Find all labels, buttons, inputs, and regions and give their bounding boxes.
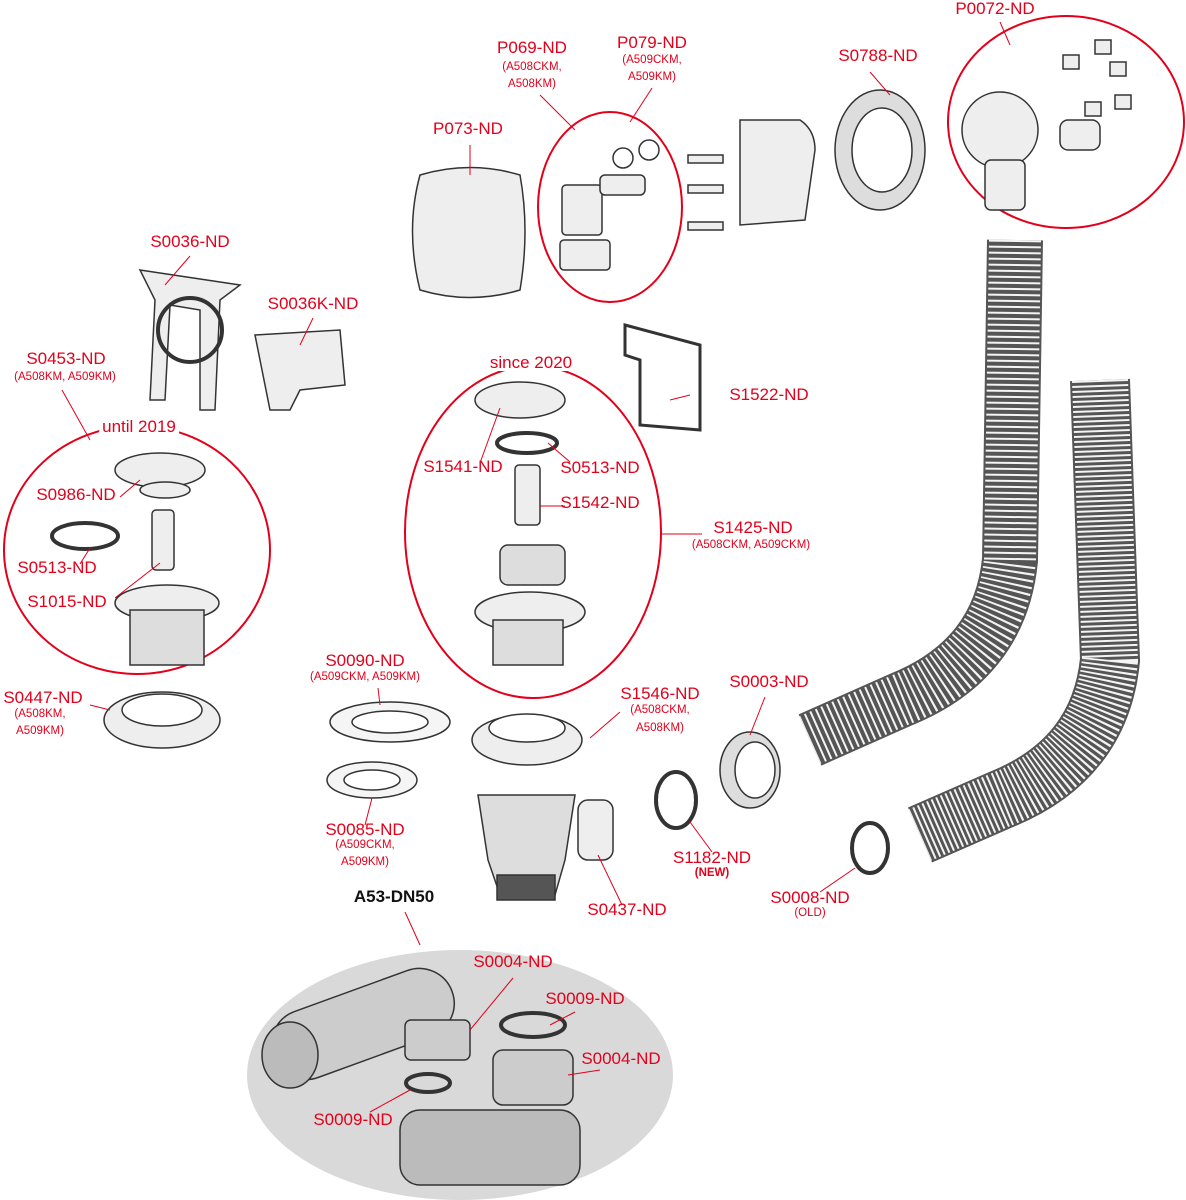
label-s1541: S1541-ND <box>423 457 503 476</box>
part-s0036 <box>138 269 242 411</box>
label-s0036k: S0036K-ND <box>267 294 359 313</box>
label-s1546-variants-1: (A508CKM, <box>630 704 690 716</box>
label-s1542: S1542-ND <box>560 493 640 512</box>
label-product-a53-dn50: A53-DN50 <box>353 887 435 906</box>
label-s0004-bottom: S0004-ND <box>581 1049 661 1068</box>
label-s1425-variants: (A508CKM, A509CKM) <box>691 539 811 551</box>
label-s0008: S0008-ND <box>770 888 850 907</box>
label-s0085-variants-1: (A509CKM, <box>335 839 395 851</box>
label-s0085: S0085-ND <box>325 820 405 839</box>
part-s0009-top <box>499 1011 567 1039</box>
label-s0447: S0447-ND <box>3 688 83 707</box>
part-mount-plate <box>739 119 816 226</box>
label-s0453-variants: (A508KM, A509KM) <box>14 371 116 383</box>
part-p069 <box>561 184 603 236</box>
label-s0453: S0453-ND <box>26 349 106 368</box>
label-s1425: S1425-ND <box>713 518 793 537</box>
label-s0437: S0437-ND <box>587 900 667 919</box>
group-label-until-2019: until 2019 <box>99 418 179 435</box>
label-p069-variants-1: (A508CKM, <box>502 61 562 73</box>
label-s0008-note: (OLD) <box>794 907 826 919</box>
label-s0090-variants: (A509CKM, A509KM) <box>310 671 420 683</box>
label-p0072: P0072-ND <box>955 0 1035 18</box>
part-s1522 <box>623 323 702 432</box>
label-p079-variants-2: A509KM) <box>628 71 676 83</box>
label-p073: P073-ND <box>433 119 503 138</box>
hose-right <box>907 378 1141 863</box>
label-s0986: S0986-ND <box>36 485 116 504</box>
label-s1182-note: (NEW) <box>694 867 730 879</box>
label-s0788: S0788-ND <box>838 46 918 65</box>
label-p069-variants-2: A508KM) <box>508 78 556 90</box>
part-s0513-right <box>495 431 559 455</box>
part-s0036k <box>254 329 346 411</box>
label-s0004-top: S0004-ND <box>473 952 553 971</box>
part-waste-thread-left <box>129 609 205 666</box>
part-siphon-base <box>399 1109 581 1186</box>
label-s0036: S0036-ND <box>150 232 230 251</box>
label-p079-variants-1: (A509CKM, <box>622 54 682 66</box>
part-s1182 <box>654 770 698 830</box>
group-label-since-2020: since 2020 <box>486 354 576 371</box>
part-s1541 <box>474 381 566 419</box>
part-s0004-right <box>492 1049 574 1106</box>
hose-left <box>798 239 1043 766</box>
label-s0513-left: S0513-ND <box>17 558 97 577</box>
part-s1015 <box>151 509 175 571</box>
label-s0009-top: S0009-ND <box>545 989 625 1008</box>
label-s0009-bottom: S0009-ND <box>313 1110 393 1129</box>
label-p079: P079-ND <box>617 33 687 52</box>
label-s0003: S0003-ND <box>729 672 809 691</box>
label-s1546: S1546-ND <box>620 684 700 703</box>
group-circle-p0072 <box>947 15 1185 229</box>
label-s1546-variants-2: A508KM) <box>636 722 684 734</box>
label-s0090: S0090-ND <box>325 651 405 670</box>
label-s1182: S1182-ND <box>672 848 752 867</box>
label-s0447-variants-2: A509KM) <box>16 725 64 737</box>
label-s0085-variants-2: A509KM) <box>341 856 389 868</box>
part-p0072 <box>961 91 1039 169</box>
part-waste-thread-right <box>492 619 564 666</box>
label-s0513-right: S0513-ND <box>560 458 640 477</box>
part-s0513-left <box>50 521 120 551</box>
label-s0447-variants-1: (A508KM, <box>14 708 66 720</box>
part-s1542 <box>514 464 541 526</box>
label-s1015: S1015-ND <box>27 592 107 611</box>
part-p073-cover <box>411 166 526 299</box>
part-s0009-bottom <box>404 1072 452 1094</box>
group-circle-p069 <box>537 111 683 303</box>
label-p069: P069-ND <box>497 38 567 57</box>
label-s1522: S1522-ND <box>729 385 809 404</box>
part-s0008 <box>850 821 890 875</box>
